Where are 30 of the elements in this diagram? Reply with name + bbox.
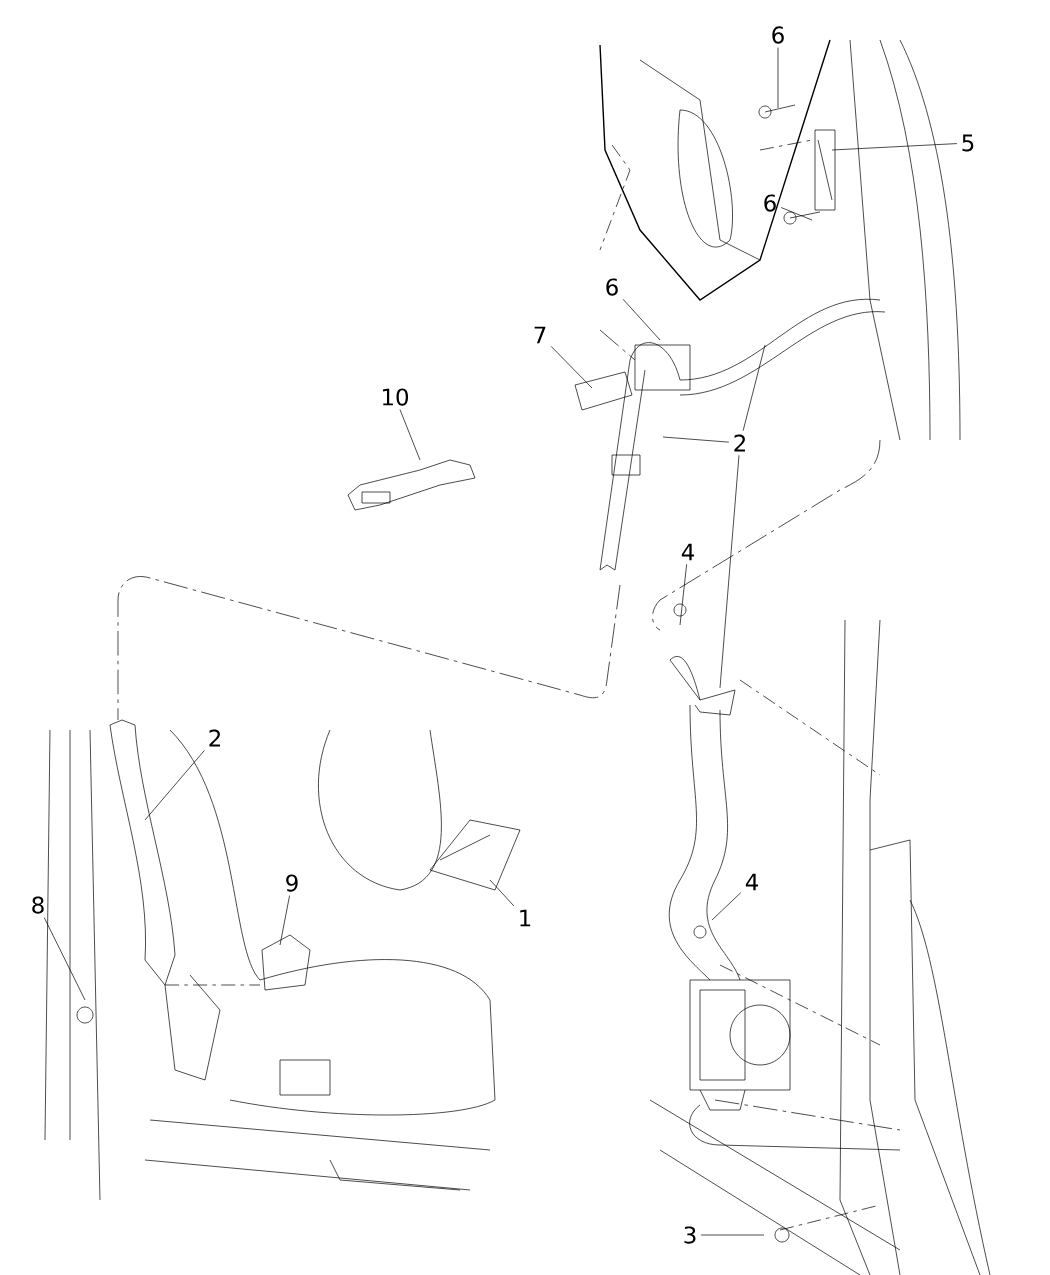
leader-line [399,409,421,461]
leader-line [719,455,740,689]
callout-number: 10 [383,388,408,406]
callout-number: 9 [286,874,298,892]
callout-number: 3 [684,1226,696,1244]
leader-line [711,892,742,921]
leader-line [43,917,86,1001]
callout-number: 1 [520,909,531,927]
leader-line [777,47,779,109]
leader-line [550,346,593,389]
callout-number: 5 [962,134,974,152]
callout-number: 6 [772,26,784,44]
callout-number: 6 [764,194,776,212]
callout-number: 7 [534,326,546,344]
callout-number: 4 [681,543,694,561]
leader-line [279,895,290,946]
callout-number: 8 [32,896,44,914]
callout-number: 4 [745,873,758,891]
leader-line [780,207,813,221]
leader-line [662,436,730,443]
leader-line [489,879,515,907]
leader-line [742,344,766,432]
leader-line [622,298,661,341]
callout-number: 6 [606,278,618,296]
leader-line [144,750,205,821]
callout-number: 2 [209,729,220,747]
leader-line [831,143,958,151]
leader-line [679,563,687,626]
leader-line [700,1234,765,1236]
callout-number: 2 [734,434,745,452]
